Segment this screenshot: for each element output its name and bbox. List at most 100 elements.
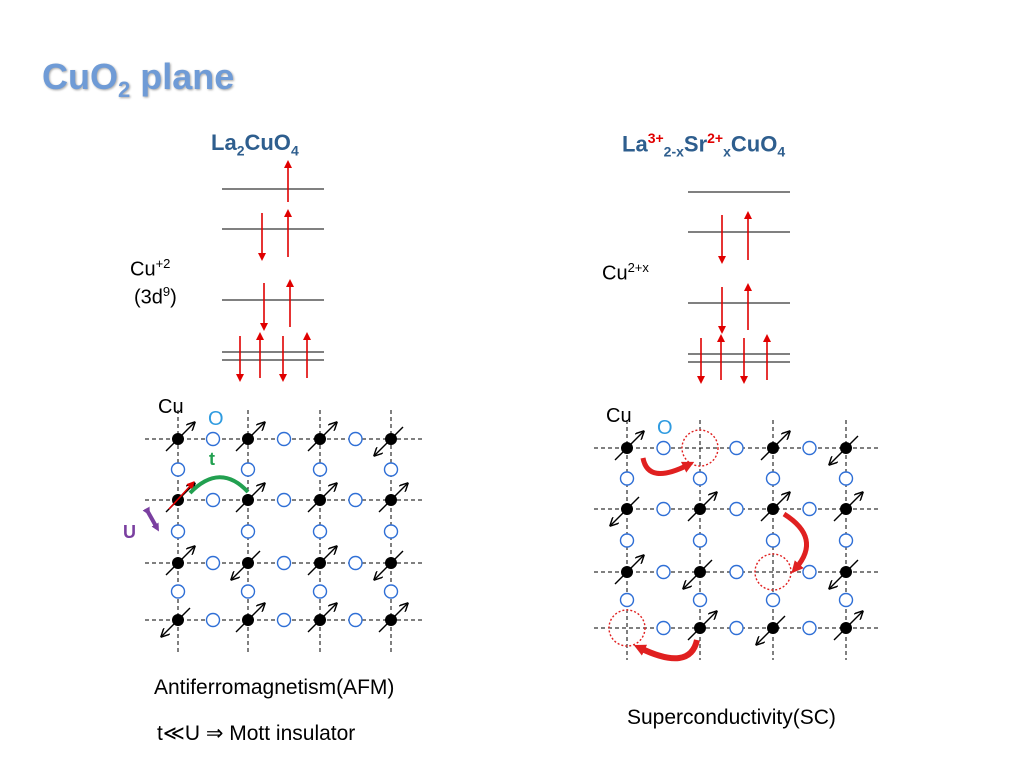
- sc-spin-down-arrow: [830, 435, 859, 464]
- sc-oxygen-site: [802, 440, 817, 456]
- sc-oxygen-site: [692, 533, 708, 548]
- afm-spin-down-arrow: [232, 550, 261, 579]
- afm-oxygen-site: [276, 492, 292, 508]
- sc-oxygen-site: [729, 501, 744, 517]
- sc-spin-up-arrow: [760, 432, 789, 461]
- afm-oxygen-site: [312, 462, 328, 477]
- left-cu-label: Cu: [158, 396, 184, 418]
- sc-spin-down-arrow: [757, 615, 786, 644]
- afm-spin-up-arrow: [235, 604, 264, 633]
- afm-spin-up-arrow: [378, 484, 407, 513]
- left-formula: La2CuO4: [211, 130, 299, 159]
- sc-spin-down-arrow: [611, 496, 640, 525]
- sc-hole-site: [608, 609, 646, 647]
- energy-level-diagrams: [222, 160, 790, 384]
- afm-oxygen-site: [383, 584, 399, 599]
- afm-oxygen-site: [276, 612, 292, 628]
- afm-oxygen-site: [348, 492, 363, 508]
- sc-oxygen-site: [802, 564, 817, 580]
- afm-oxygen-site: [276, 555, 292, 571]
- afm-spin-up-arrow: [165, 423, 194, 452]
- afm-oxygen-site: [205, 612, 221, 628]
- sc-spin-up-arrow: [760, 493, 789, 522]
- afm-spin-up-arrow: [235, 484, 264, 513]
- afm-oxygen-site: [170, 462, 186, 477]
- hole-hop-path: [640, 457, 695, 476]
- afm-oxygen-site: [276, 431, 292, 447]
- afm-oxygen-site: [205, 431, 221, 447]
- sc-oxygen-site: [838, 592, 854, 608]
- sc-oxygen-site: [765, 592, 781, 608]
- sc-spin-up-arrow: [614, 432, 643, 461]
- afm-oxygen-site: [348, 431, 363, 447]
- left-config-label: (3d9): [134, 284, 177, 309]
- afm-oxygen-site: [348, 612, 363, 628]
- afm-oxygen-site: [205, 492, 221, 508]
- sc-oxygen-site: [656, 620, 671, 636]
- sc-oxygen-site: [656, 564, 671, 580]
- sc-oxygen-site: [619, 471, 635, 486]
- afm-oxygen-site: [240, 584, 256, 599]
- afm-oxygen-site: [383, 462, 399, 477]
- sc-spin-up-arrow: [687, 612, 716, 641]
- right-o-label: O: [657, 417, 673, 439]
- right-cu-label: Cu: [606, 405, 632, 427]
- sc-oxygen-site: [692, 592, 708, 608]
- afm-spin-up-arrow: [307, 423, 336, 452]
- sc-oxygen-site: [692, 471, 708, 486]
- afm-spin-up-arrow: [307, 604, 336, 633]
- extra-electron-arrow: [168, 481, 195, 510]
- right-formula: La3+2-xSr2+xCuO4: [622, 130, 786, 160]
- sc-oxygen-site: [656, 501, 671, 517]
- lattice-annotations: [142, 457, 809, 662]
- sc-oxygen-site: [729, 440, 744, 456]
- afm-oxygen-site: [205, 555, 221, 571]
- sc-spin-down-arrow: [830, 559, 859, 588]
- left-o-label: O: [208, 408, 224, 430]
- hopping-t-label: t: [209, 449, 215, 469]
- afm-oxygen-site: [383, 524, 399, 539]
- sc-oxygen-site: [765, 471, 781, 486]
- afm-spin-up-arrow: [235, 423, 264, 452]
- afm-caption: Antiferromagnetism(AFM): [154, 676, 395, 699]
- sc-oxygen-site: [656, 440, 671, 456]
- hopping-t-arc: [188, 475, 250, 495]
- lattice-diagrams: [145, 410, 880, 660]
- afm-spin-down-arrow: [375, 550, 404, 579]
- sc-oxygen-site: [619, 592, 635, 608]
- afm-oxygen-site: [312, 584, 328, 599]
- afm-spin-down-arrow: [162, 607, 191, 636]
- afm-oxygen-site: [240, 524, 256, 539]
- sc-spin-down-arrow: [684, 559, 713, 588]
- afm-oxygen-site: [170, 524, 186, 539]
- sc-caption: Superconductivity(SC): [627, 706, 836, 729]
- hole-hop-path: [633, 639, 700, 662]
- afm-spin-up-arrow: [307, 547, 336, 576]
- afm-spin-up-arrow: [378, 604, 407, 633]
- slide-title: CuO2 plane: [42, 56, 235, 103]
- coulomb-u-arrow: [142, 506, 159, 532]
- sc-oxygen-site: [765, 533, 781, 548]
- afm-spin-up-arrow: [307, 484, 336, 513]
- hole-hop-path: [782, 511, 809, 574]
- sc-oxygen-site: [729, 620, 744, 636]
- sc-oxygen-site: [729, 564, 744, 580]
- left-ion-label: Cu+2: [130, 256, 171, 281]
- sc-spin-up-arrow: [833, 612, 862, 641]
- afm-spin-up-arrow: [165, 547, 194, 576]
- sc-hole-site: [681, 429, 719, 467]
- right-ion-label: Cu2+x: [602, 260, 649, 285]
- sc-oxygen-site: [838, 533, 854, 548]
- sc-oxygen-site: [838, 471, 854, 486]
- mott-relation: t≪U ⇒ Mott insulator: [157, 722, 356, 745]
- coulomb-u-label: U: [123, 522, 136, 542]
- afm-oxygen-site: [312, 524, 328, 539]
- sc-oxygen-site: [802, 501, 817, 517]
- afm-oxygen-site: [240, 462, 256, 477]
- sc-spin-up-arrow: [687, 493, 716, 522]
- afm-oxygen-site: [170, 584, 186, 599]
- sc-oxygen-site: [802, 620, 817, 636]
- sc-hole-site: [754, 553, 792, 591]
- sc-spin-up-arrow: [614, 556, 643, 585]
